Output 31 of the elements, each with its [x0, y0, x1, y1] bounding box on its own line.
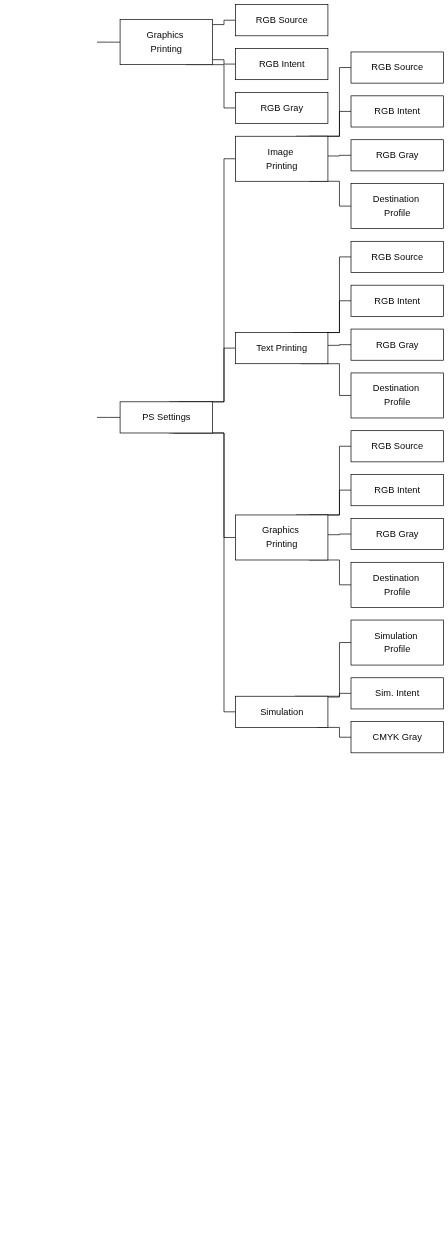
node-box: RGB Intent [350, 95, 444, 128]
node-box: Graphics Printing [119, 19, 213, 65]
node-box: RGB Gray [350, 139, 444, 172]
node-box: Simulation [235, 695, 329, 728]
node-box: Graphics Printing [235, 514, 329, 561]
node-box: Image Printing [235, 135, 329, 182]
node-box: RGB Gray [350, 518, 444, 550]
node-box: RGB Source [235, 4, 329, 37]
node-box: RGB Source [350, 51, 444, 84]
node-box: RGB Source [350, 430, 444, 463]
node-box: Simulation Profile [350, 619, 444, 666]
connector [327, 693, 352, 698]
node-box: Destination Profile [350, 183, 444, 229]
connector [327, 533, 352, 536]
connector [96, 417, 121, 418]
node-box: Destination Profile [350, 372, 444, 419]
node-box: RGB Gray [235, 92, 329, 124]
node-box: CMYK Gray [350, 721, 444, 754]
node-box: RGB Intent [350, 284, 444, 317]
node-box: RGB Gray [350, 328, 444, 361]
connector [212, 59, 236, 65]
node-box: Sim. Intent [350, 677, 444, 710]
node-box: PS Settings [119, 401, 213, 434]
node-box: Destination Profile [350, 561, 444, 608]
connector [327, 344, 352, 346]
node-box: Text Printing [235, 332, 329, 365]
connector [212, 19, 236, 25]
node-box: RGB Intent [235, 48, 329, 80]
node-box: RGB Intent [350, 474, 444, 507]
node-box: RGB Source [350, 240, 444, 273]
connector [327, 154, 352, 157]
